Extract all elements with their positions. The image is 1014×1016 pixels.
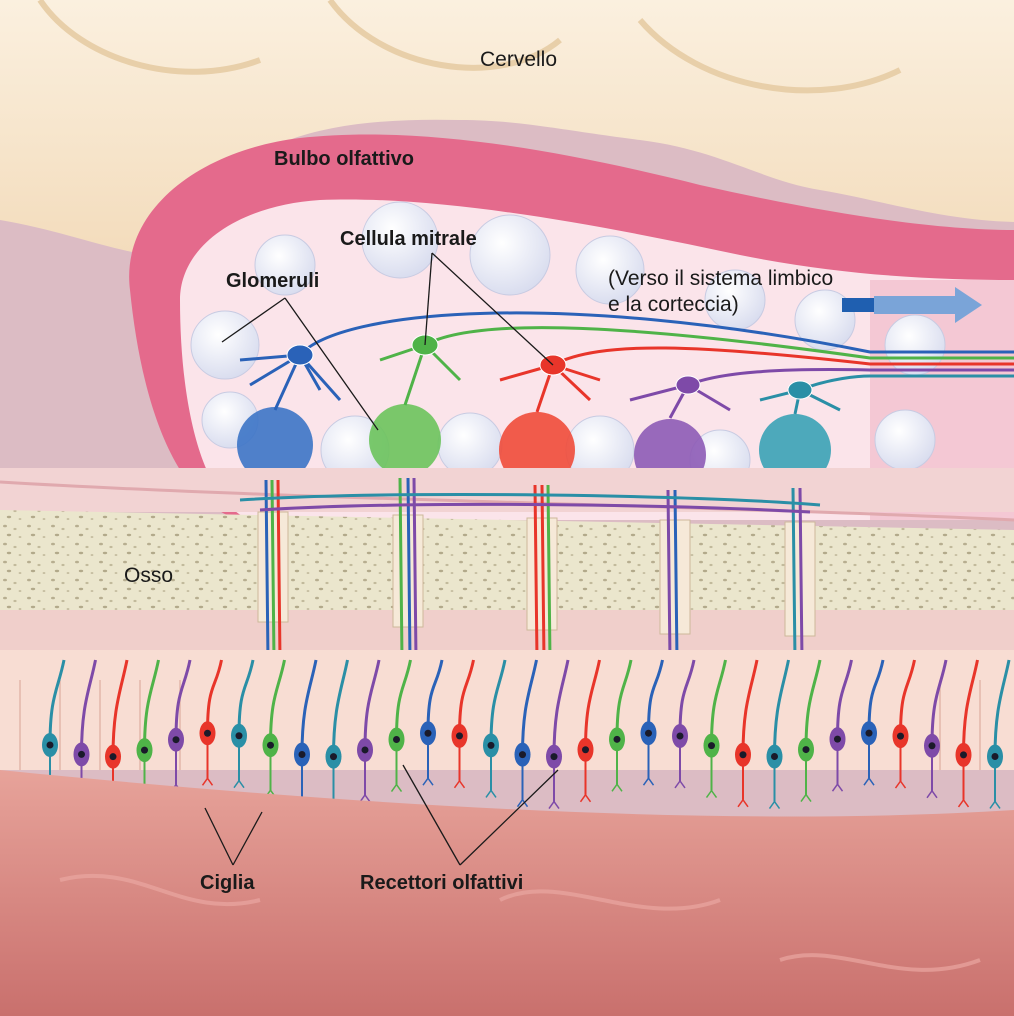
brain-folds bbox=[37, 0, 902, 94]
cilia bbox=[390, 783, 403, 792]
receptor-neuron bbox=[640, 659, 664, 786]
receptor-neuron bbox=[451, 659, 475, 789]
leader-lines bbox=[204, 252, 559, 866]
cilia-label: Ciglia bbox=[200, 872, 255, 894]
cilia bbox=[800, 793, 812, 803]
receptor-neuron bbox=[42, 659, 66, 798]
receptor-neuron bbox=[357, 659, 381, 803]
glomerulus-blue bbox=[237, 407, 313, 483]
receptor-neuron bbox=[924, 659, 948, 799]
receptor-neuron bbox=[609, 659, 633, 792]
receptor-neuron bbox=[766, 659, 790, 809]
pathway-arrow-base bbox=[842, 298, 874, 312]
pathway-label: (Verso il sistema limbico e la corteccia… bbox=[608, 266, 898, 318]
pathway-label-line2: e la corteccia) bbox=[608, 293, 739, 316]
cilia bbox=[201, 776, 214, 786]
bone-layer bbox=[0, 510, 1014, 630]
receptor-neuron bbox=[703, 659, 727, 799]
receptors-label: Recettori olfattivi bbox=[360, 872, 524, 894]
cilia bbox=[233, 779, 245, 789]
mitral-cell-label: Cellula mitrale bbox=[340, 228, 477, 250]
receptor-neuron bbox=[388, 659, 412, 792]
cilia bbox=[926, 789, 938, 799]
receptor-neuron bbox=[735, 659, 759, 808]
receptor-neuron bbox=[483, 659, 507, 798]
glomerulus-green bbox=[369, 404, 441, 476]
cilia bbox=[705, 789, 718, 799]
cilia bbox=[737, 798, 749, 808]
receptor-neuron bbox=[577, 659, 601, 803]
receptor-neuron bbox=[420, 659, 444, 786]
cilia bbox=[359, 793, 371, 803]
cilia bbox=[989, 800, 1001, 809]
receptor-neuron bbox=[892, 659, 916, 789]
mucosa-vessels bbox=[59, 873, 981, 972]
cilia bbox=[579, 793, 592, 803]
cilia bbox=[516, 798, 529, 808]
receptor-neurons bbox=[42, 659, 1011, 810]
cilia bbox=[957, 798, 970, 808]
olfactory-epithelium bbox=[0, 650, 1014, 770]
bone-label: Osso bbox=[124, 564, 174, 587]
cilia bbox=[642, 776, 655, 786]
pathway-label-line1: (Verso il sistema limbico bbox=[608, 267, 834, 290]
receptor-neuron bbox=[829, 659, 853, 792]
olfactory-bulb-label: Bulbo olfattivo bbox=[274, 148, 414, 170]
receptor-neuron bbox=[861, 659, 885, 786]
receptor-neuron bbox=[546, 659, 570, 810]
receptor-neuron bbox=[798, 659, 822, 803]
cilia bbox=[485, 789, 497, 798]
nasal-mucosa bbox=[0, 770, 1014, 1016]
cilia bbox=[674, 779, 686, 789]
brain-label: Cervello bbox=[480, 48, 558, 71]
receptor-neuron bbox=[231, 659, 255, 789]
glomeruli-label: Glomeruli bbox=[226, 270, 320, 292]
receptor-neuron bbox=[325, 659, 349, 810]
receptor-neuron bbox=[672, 659, 696, 789]
cilia bbox=[894, 779, 907, 789]
bone-lower-membrane bbox=[0, 610, 1014, 650]
cilia bbox=[768, 800, 781, 809]
receptor-neuron bbox=[199, 659, 223, 786]
cilia bbox=[422, 776, 434, 786]
cilia bbox=[611, 783, 623, 792]
cilia bbox=[548, 800, 560, 810]
cilia bbox=[453, 779, 466, 789]
cilia bbox=[863, 776, 875, 786]
pathway-arrow bbox=[874, 287, 982, 323]
cilia bbox=[831, 782, 844, 792]
receptor-neuron bbox=[987, 659, 1011, 809]
receptor-neuron bbox=[514, 659, 538, 808]
receptor-neuron bbox=[955, 659, 979, 808]
